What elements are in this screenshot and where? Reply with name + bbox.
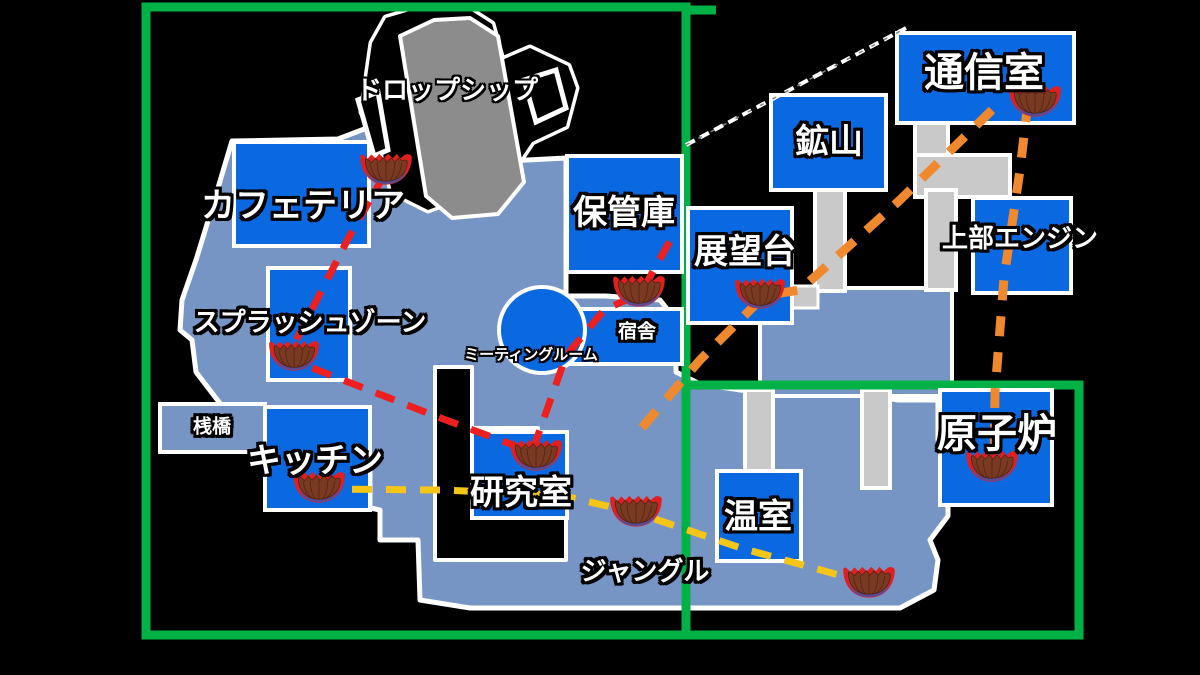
room-observatory [686,206,794,325]
rooms [232,31,1076,563]
room-reactor [938,388,1054,507]
room-mine [769,93,888,192]
path-orange [989,101,1033,467]
room-meeting [497,285,587,375]
path-orange-3 [636,296,764,433]
dropship-shape [354,4,580,220]
room-cafeteria [232,140,371,248]
zipline [685,26,907,147]
path-yellow [317,485,869,587]
room-upper-engine [971,196,1073,295]
